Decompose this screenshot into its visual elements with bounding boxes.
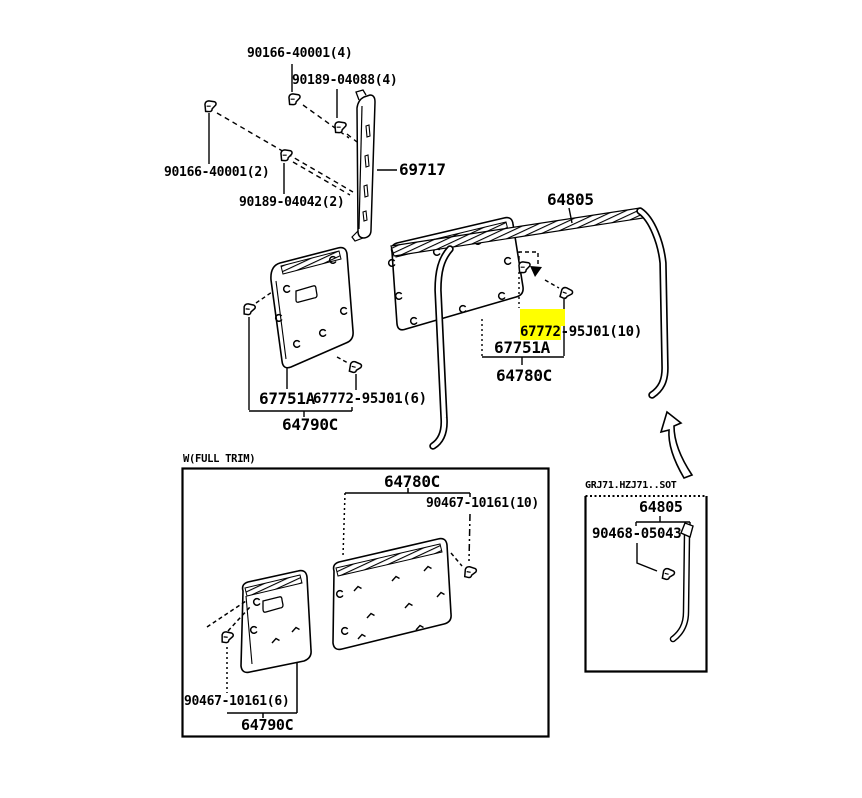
- full-trim-box-header: W(FULL TRIM): [183, 453, 256, 465]
- ft-callout-clip-6[interactable]: 90467-10161(6): [184, 694, 290, 709]
- ft-callout-clip-10[interactable]: 90467-10161(10): [426, 496, 539, 511]
- front-trim-panel-art: [270, 246, 354, 369]
- clip-leaders-center: [481, 251, 575, 365]
- ft-callout-door-trim[interactable]: 64790C: [241, 716, 294, 734]
- fastener-callouts: [200, 64, 358, 196]
- callout-quarter-right[interactable]: 64780C: [496, 366, 552, 385]
- callout-highlighted-clip[interactable]: 67772-95J01(10): [520, 324, 643, 340]
- sot-callout-clip[interactable]: 90468-05043: [592, 526, 682, 542]
- callout-opening-trim[interactable]: 64805: [547, 190, 594, 209]
- callout-clip-left[interactable]: 90189-04042(2): [239, 195, 345, 210]
- sot-box-art: [584, 495, 708, 673]
- highlight-extension: [520, 309, 565, 326]
- callout-clip-top[interactable]: 90189-04088(4): [292, 73, 398, 88]
- callout-clip-6[interactable]: 67772-95J01(6): [313, 391, 427, 407]
- jump-arrow: [659, 410, 694, 479]
- callout-door-trim-left[interactable]: 64790C: [282, 415, 338, 434]
- ft-callout-quarter-trim[interactable]: 64780C: [384, 472, 440, 491]
- full-trim-box-art: [181, 467, 550, 738]
- callout-pillar-garnish[interactable]: 69717: [399, 160, 446, 179]
- highlighted-part-suffix: -95J01(10): [560, 324, 643, 340]
- callout-board-right[interactable]: 67751A: [494, 338, 550, 357]
- clip-leaders-left: [240, 291, 364, 417]
- pillar-garnish-art: [351, 89, 397, 242]
- callout-board-left[interactable]: 67751A: [259, 389, 315, 408]
- sot-callout-opening-trim[interactable]: 64805: [639, 498, 683, 516]
- callout-bolt-top[interactable]: 90166-40001(4): [247, 46, 353, 61]
- opening-trim-art: [390, 207, 669, 450]
- callout-bolt-left[interactable]: 90166-40001(2): [164, 165, 270, 180]
- highlighted-part-number[interactable]: 67772: [520, 324, 561, 340]
- sot-box-header: GRJ71.HZJ71..SOT: [585, 480, 677, 491]
